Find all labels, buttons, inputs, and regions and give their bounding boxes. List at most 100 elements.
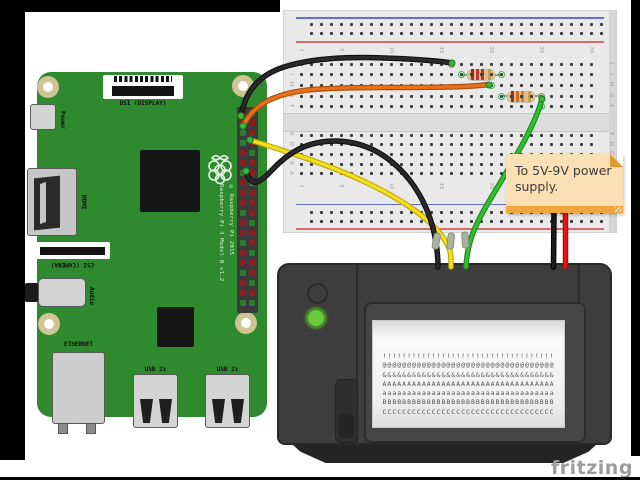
breadboard-hole — [399, 62, 403, 66]
breadboard-hole — [379, 133, 383, 137]
breadboard-hole — [429, 172, 433, 176]
breadboard-hole — [419, 172, 423, 176]
breadboard-rail-hole — [360, 220, 363, 223]
breadboard-hole — [429, 133, 433, 137]
breadboard-hole — [529, 133, 533, 137]
breadboard-rail-hole — [430, 22, 433, 26]
breadboard-hole — [369, 94, 373, 98]
breadboard-rail-hole — [550, 22, 553, 26]
breadboard-hole — [359, 105, 363, 109]
breadboard-hole — [329, 172, 333, 176]
gpio-pin — [240, 240, 246, 246]
breadboard-rail-hole — [440, 22, 443, 26]
breadboard-hole — [429, 94, 433, 98]
power-connector — [30, 104, 56, 130]
printer-paper-text: !!!!!!!!!!!!!!!!!!!!!!!!!!!!!!!!!!!@@@@@… — [373, 352, 564, 417]
breadboard-hole — [309, 83, 313, 87]
board-model-text: Raspberry Pi 3 Model B v1.2 — [218, 184, 224, 282]
breadboard-hole — [329, 94, 333, 98]
breadboard-hole — [469, 62, 473, 66]
breadboard-hole — [329, 62, 333, 66]
breadboard-hole — [319, 133, 323, 137]
breadboard-rail-hole — [460, 210, 463, 214]
breadboard-hole — [329, 152, 333, 156]
breadboard-rail-hole — [400, 210, 403, 214]
note-fold-corner — [610, 154, 623, 167]
breadboard-hole — [579, 83, 583, 87]
breadboard-rail-hole — [580, 32, 583, 35]
breadboard-hole — [529, 73, 533, 77]
dsi-connector — [103, 75, 183, 99]
breadboard-hole — [309, 73, 313, 77]
breadboard-hole — [339, 94, 343, 98]
letterbox-bar-top — [0, 0, 280, 12]
breadboard-hole — [359, 152, 363, 156]
breadboard-rail-hole — [500, 32, 503, 35]
breadboard-hole — [569, 83, 573, 87]
breadboard-hole — [419, 133, 423, 137]
breadboard-rail-hole — [460, 32, 463, 35]
breadboard-rail-hole — [310, 22, 313, 26]
breadboard-hole — [589, 133, 593, 137]
breadboard-hole — [319, 105, 323, 109]
breadboard-hole — [359, 172, 363, 176]
breadboard-hole — [459, 162, 463, 166]
breadboard-hole — [429, 162, 433, 166]
breadboard-hole — [459, 152, 463, 156]
breadboard-rail-hole — [420, 32, 423, 35]
breadboard: JJIIHHGGFFEEDDCCBBAA11551010151520202525… — [283, 10, 617, 233]
breadboard-hole — [589, 143, 593, 147]
breadboard-hole — [349, 152, 353, 156]
breadboard-hole — [539, 133, 543, 137]
breadboard-hole — [439, 162, 443, 166]
breadboard-rail-hole — [350, 210, 353, 214]
breadboard-rail-hole — [380, 22, 383, 26]
breadboard-hole — [319, 152, 323, 156]
breadboard-hole — [569, 94, 573, 98]
breadboard-hole — [309, 94, 313, 98]
breadboard-hole — [389, 143, 393, 147]
breadboard-rail-hole — [470, 32, 473, 35]
breadboard-hole — [579, 143, 583, 147]
breadboard-rail-hole — [320, 210, 323, 214]
breadboard-hole — [509, 62, 513, 66]
gpio-pin — [240, 140, 246, 146]
breadboard-hole — [529, 83, 533, 87]
breadboard-rail-hole — [420, 22, 423, 26]
breadboard-hole — [309, 62, 313, 66]
ethernet-label: ETHERNET — [64, 341, 93, 348]
breadboard-rail-hole — [530, 220, 533, 223]
breadboard-hole — [349, 62, 353, 66]
gpio-pin — [240, 300, 246, 306]
gpio-pin — [249, 130, 255, 136]
usb-connector — [133, 374, 178, 428]
breadboard-hole — [479, 62, 483, 66]
breadboard-rail-hole — [410, 32, 413, 35]
printer-status-led — [306, 308, 326, 328]
letterbox-bar-right — [631, 0, 640, 456]
breadboard-hole — [549, 62, 553, 66]
breadboard-hole — [559, 94, 563, 98]
breadboard-hole — [359, 133, 363, 137]
breadboard-rail-hole — [420, 220, 423, 223]
breadboard-hole — [369, 105, 373, 109]
note-text-line2: supply. — [515, 179, 559, 194]
usb-slot — [231, 399, 244, 423]
breadboard-hole — [419, 105, 423, 109]
breadboard-hole — [389, 62, 393, 66]
breadboard-hole — [579, 62, 583, 66]
breadboard-hole — [519, 133, 523, 137]
breadboard-hole — [349, 73, 353, 77]
gpio-pin — [240, 220, 246, 226]
breadboard-hole — [449, 94, 453, 98]
breadboard-hole — [399, 105, 403, 109]
letterbox-bar-left — [0, 0, 25, 460]
breadboard-hole — [519, 94, 523, 98]
usb-connector — [205, 374, 250, 428]
breadboard-hole — [319, 73, 323, 77]
breadboard-hole — [539, 62, 543, 66]
breadboard-hole — [419, 94, 423, 98]
letterbox-bar-bottom — [0, 477, 640, 480]
wire-ferrule — [446, 232, 455, 250]
gpio-pin — [249, 230, 255, 236]
